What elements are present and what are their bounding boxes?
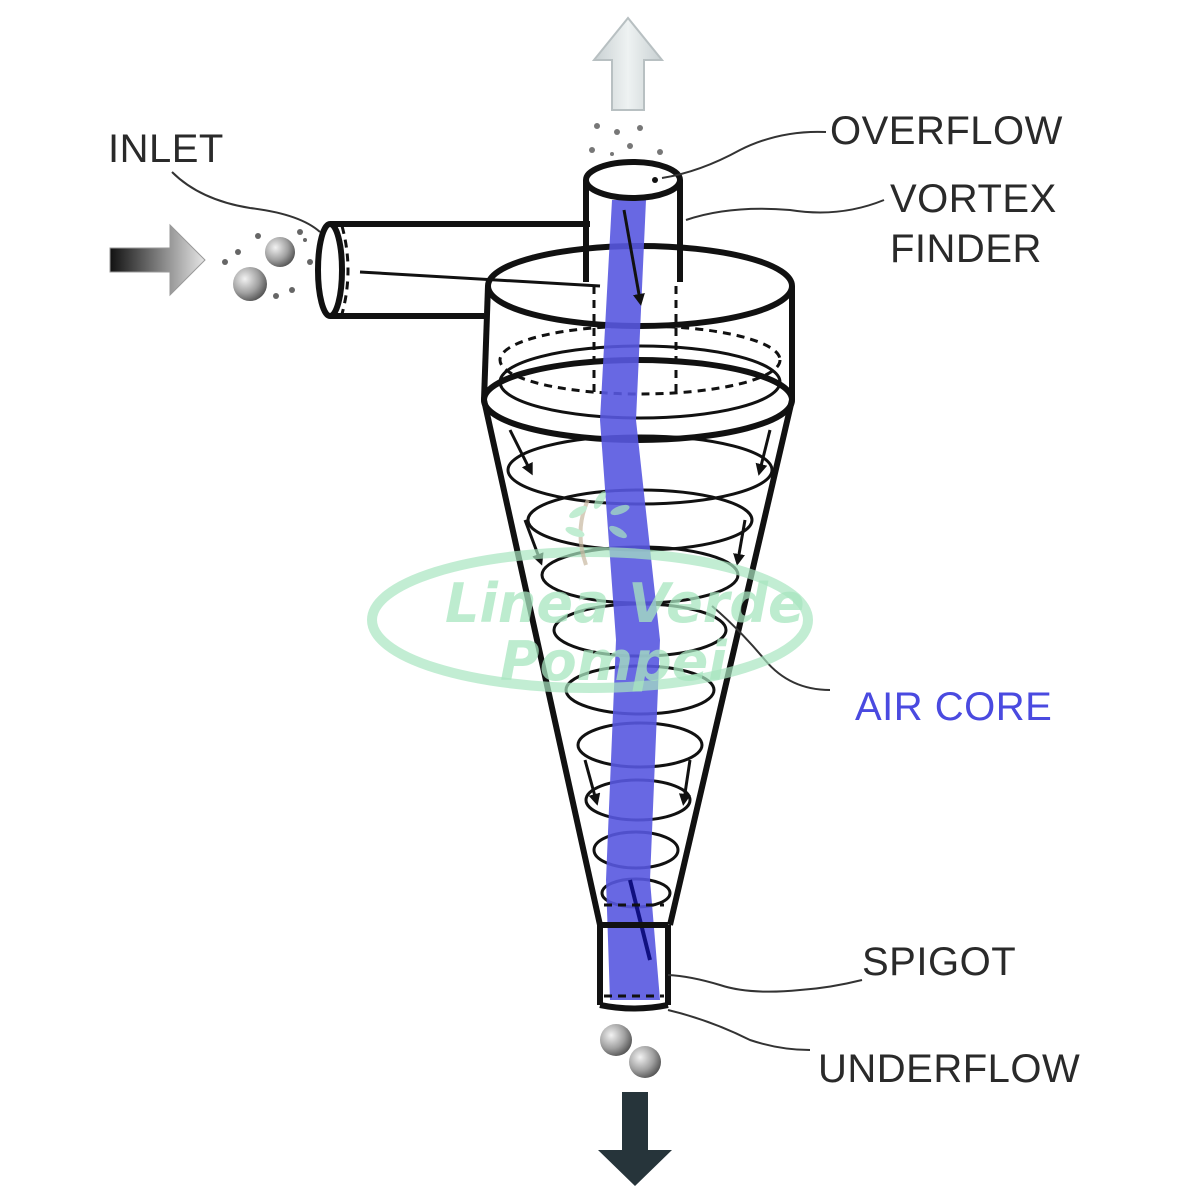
leader-lines	[171, 130, 885, 1051]
watermark-line1: Linea Verde	[445, 572, 805, 635]
vortex-finder-label-line2: FINDER	[890, 227, 1042, 271]
inlet-label: INLET	[108, 127, 224, 171]
inlet-particles	[222, 229, 313, 301]
watermark-line2: Pompei	[500, 630, 728, 693]
inlet-arrow-icon	[109, 223, 206, 297]
air-core	[600, 200, 660, 1000]
overflow-arrow-icon	[591, 16, 665, 111]
watermark: Linea Verde Pompei	[367, 491, 813, 693]
underflow-particles	[600, 1024, 661, 1078]
inlet-pipe	[315, 221, 601, 319]
overflow-particles	[589, 123, 663, 156]
overflow-label: OVERFLOW	[830, 109, 1063, 153]
underflow-label: UNDERFLOW	[818, 1047, 1080, 1091]
underflow-arrow-icon	[598, 1092, 672, 1186]
spigot-label: SPIGOT	[862, 940, 1016, 984]
vortex-finder-label-line1: VORTEX	[890, 177, 1057, 221]
air-core-label: AIR CORE	[855, 685, 1052, 729]
leaf-logo-icon	[565, 491, 630, 566]
spigot	[597, 903, 671, 1012]
vortex-finder	[583, 159, 683, 395]
